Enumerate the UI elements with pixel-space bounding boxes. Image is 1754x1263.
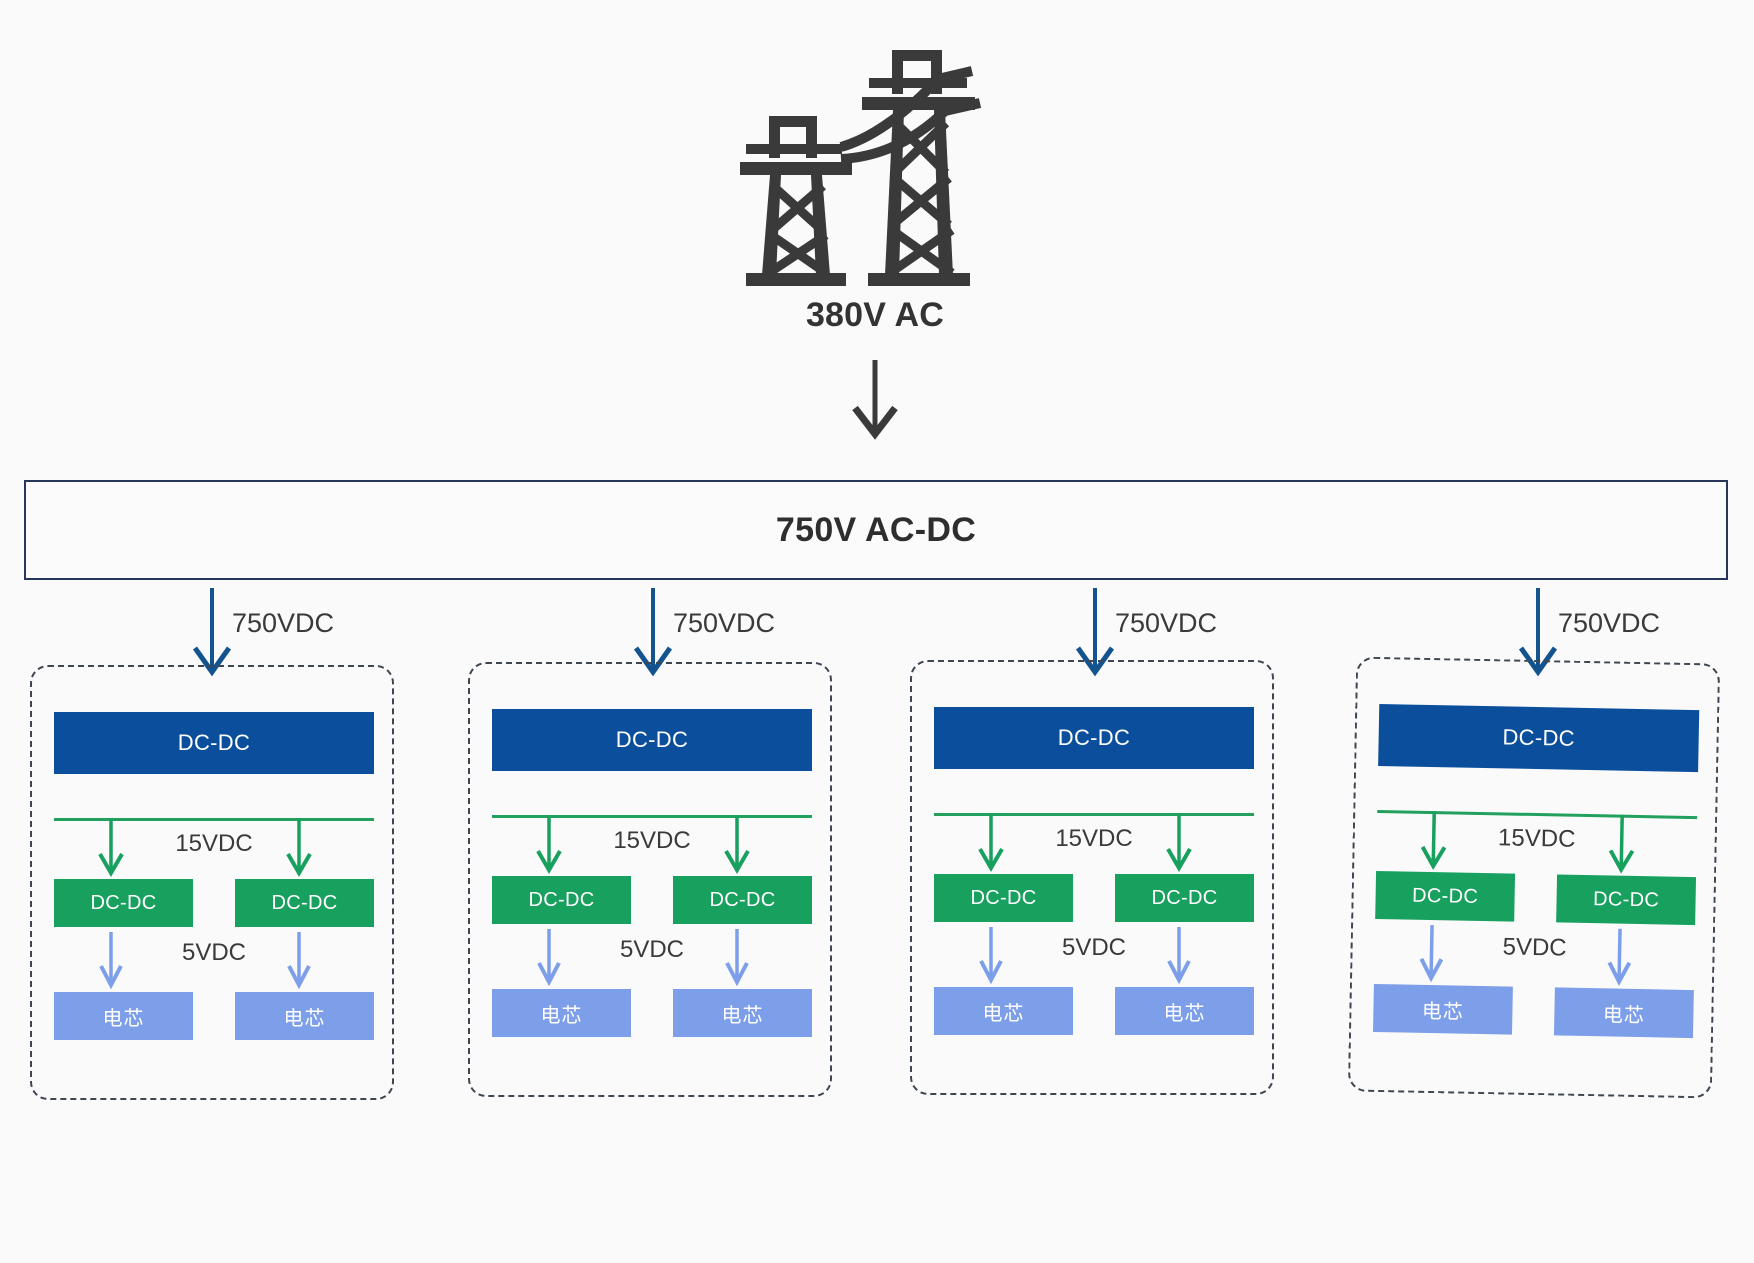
- battery-cell-label-1-left: 电芯: [102, 1007, 145, 1030]
- battery-cell-label-1-right: 电芯: [283, 1007, 326, 1030]
- battery-cell-4-right[interactable]: 电芯: [1553, 987, 1694, 1039]
- cell-arrow-2-right-icon: [722, 929, 752, 987]
- cell-voltage-label-3: 5VDC: [1061, 934, 1127, 961]
- battery-rack-group-2[interactable]: DC-DC 15VDC DC-DC DC-DC: [468, 662, 832, 1097]
- feeder-arrow-1-icon: [167, 588, 257, 678]
- secondary-dcdc-label-3-right: DC-DC: [1151, 886, 1218, 909]
- bus-arrow-4-left-icon: [1416, 811, 1451, 872]
- battery-cell-label-4-left: 电芯: [1421, 1000, 1465, 1024]
- secondary-dcdc-label-2-right: DC-DC: [709, 888, 776, 911]
- primary-dcdc-module-4[interactable]: DC-DC: [1378, 703, 1700, 773]
- feeder-label-4: 750VDC: [1558, 608, 1661, 638]
- acdc-converter-label: 750V AC-DC: [775, 510, 977, 549]
- dc-bus-line-1: [54, 818, 374, 821]
- bus-voltage-label-4: 15VDC: [1497, 824, 1576, 853]
- battery-cell-label-3-left: 电芯: [982, 1002, 1025, 1025]
- secondary-dcdc-module-2-left[interactable]: DC-DC: [492, 876, 631, 924]
- source-to-acdc-arrow-icon: [835, 360, 915, 440]
- cell-arrow-2-left-icon: [534, 929, 564, 987]
- bus-voltage-label-2: 15VDC: [613, 827, 691, 854]
- battery-cell-1-left[interactable]: 电芯: [54, 992, 193, 1040]
- battery-rack-group-3[interactable]: DC-DC 15VDC DC-DC DC-DC: [910, 660, 1274, 1095]
- cell-arrow-4-left-icon: [1416, 925, 1447, 984]
- primary-dcdc-module-1[interactable]: DC-DC: [54, 712, 374, 774]
- bus-arrow-3-right-icon: [1162, 813, 1196, 873]
- source-voltage-label: 380V AC: [805, 296, 945, 334]
- battery-cell-4-left[interactable]: 电芯: [1373, 983, 1513, 1035]
- battery-cell-label-2-left: 电芯: [540, 1004, 583, 1027]
- battery-cell-label-2-right: 电芯: [721, 1004, 764, 1027]
- secondary-dcdc-label-1-right: DC-DC: [271, 891, 338, 914]
- dc-bus-line-3: [934, 813, 1254, 816]
- battery-rack-group-4[interactable]: DC-DC 15VDC DC-DC DC-DC: [1347, 656, 1721, 1099]
- cell-voltage-label-2: 5VDC: [619, 936, 685, 963]
- bus-arrow-3-left-icon: [974, 813, 1008, 873]
- cell-arrow-3-right-icon: [1164, 927, 1194, 985]
- secondary-dcdc-module-1-right[interactable]: DC-DC: [235, 879, 374, 927]
- primary-dcdc-module-2[interactable]: DC-DC: [492, 709, 812, 771]
- bus-arrow-4-right-icon: [1604, 814, 1639, 875]
- dc-bus-line-2: [492, 815, 812, 818]
- cell-arrow-1-right-icon: [284, 932, 314, 990]
- feeder-arrow-4-icon: [1493, 588, 1583, 678]
- secondary-dcdc-label-4-left: DC-DC: [1411, 884, 1479, 908]
- secondary-dcdc-label-1-left: DC-DC: [90, 891, 157, 914]
- battery-cell-2-left[interactable]: 电芯: [492, 989, 631, 1037]
- transmission-tower-icon: [740, 45, 1010, 290]
- battery-cell-1-right[interactable]: 电芯: [235, 992, 374, 1040]
- feeder-label-1: 750VDC: [232, 608, 335, 638]
- bus-arrow-2-left-icon: [532, 815, 566, 875]
- secondary-dcdc-module-2-right[interactable]: DC-DC: [673, 876, 812, 924]
- primary-dcdc-label-2: DC-DC: [615, 727, 689, 752]
- secondary-dcdc-module-4-right[interactable]: DC-DC: [1556, 874, 1697, 926]
- secondary-dcdc-module-1-left[interactable]: DC-DC: [54, 879, 193, 927]
- bus-arrow-2-right-icon: [720, 815, 754, 875]
- bus-voltage-label-3: 15VDC: [1055, 825, 1133, 852]
- acdc-converter-bar[interactable]: 750V AC-DC: [24, 480, 1728, 580]
- bus-arrow-1-right-icon: [282, 818, 316, 878]
- battery-cell-label-4-right: 电芯: [1602, 1003, 1646, 1027]
- feeder-label-3: 750VDC: [1115, 608, 1218, 638]
- secondary-dcdc-label-3-left: DC-DC: [970, 886, 1037, 909]
- battery-cell-3-left[interactable]: 电芯: [934, 987, 1073, 1035]
- primary-dcdc-module-3[interactable]: DC-DC: [934, 707, 1254, 769]
- secondary-dcdc-module-3-right[interactable]: DC-DC: [1115, 874, 1254, 922]
- secondary-dcdc-module-3-left[interactable]: DC-DC: [934, 874, 1073, 922]
- battery-cell-2-right[interactable]: 电芯: [673, 989, 812, 1037]
- feeder-label-2: 750VDC: [673, 608, 776, 638]
- secondary-dcdc-module-4-left[interactable]: DC-DC: [1375, 870, 1516, 922]
- feeder-arrow-2-icon: [608, 588, 698, 678]
- battery-rack-group-1[interactable]: DC-DC 15VDC DC-DC DC-DC: [30, 665, 394, 1100]
- secondary-dcdc-label-2-left: DC-DC: [528, 888, 595, 911]
- primary-dcdc-label-4: DC-DC: [1502, 724, 1576, 751]
- primary-dcdc-label-1: DC-DC: [177, 730, 251, 755]
- feeder-arrow-3-icon: [1050, 588, 1140, 678]
- secondary-dcdc-label-4-right: DC-DC: [1592, 887, 1660, 911]
- cell-voltage-label-1: 5VDC: [181, 939, 247, 966]
- cell-arrow-1-left-icon: [96, 932, 126, 990]
- cell-arrow-4-right-icon: [1604, 928, 1635, 987]
- cell-arrow-3-left-icon: [976, 927, 1006, 985]
- bus-arrow-1-left-icon: [94, 818, 128, 878]
- primary-dcdc-label-3: DC-DC: [1057, 725, 1131, 750]
- cell-voltage-label-4: 5VDC: [1502, 933, 1567, 962]
- battery-cell-label-3-right: 电芯: [1163, 1002, 1206, 1025]
- battery-cell-3-right[interactable]: 电芯: [1115, 987, 1254, 1035]
- bus-voltage-label-1: 15VDC: [175, 830, 253, 857]
